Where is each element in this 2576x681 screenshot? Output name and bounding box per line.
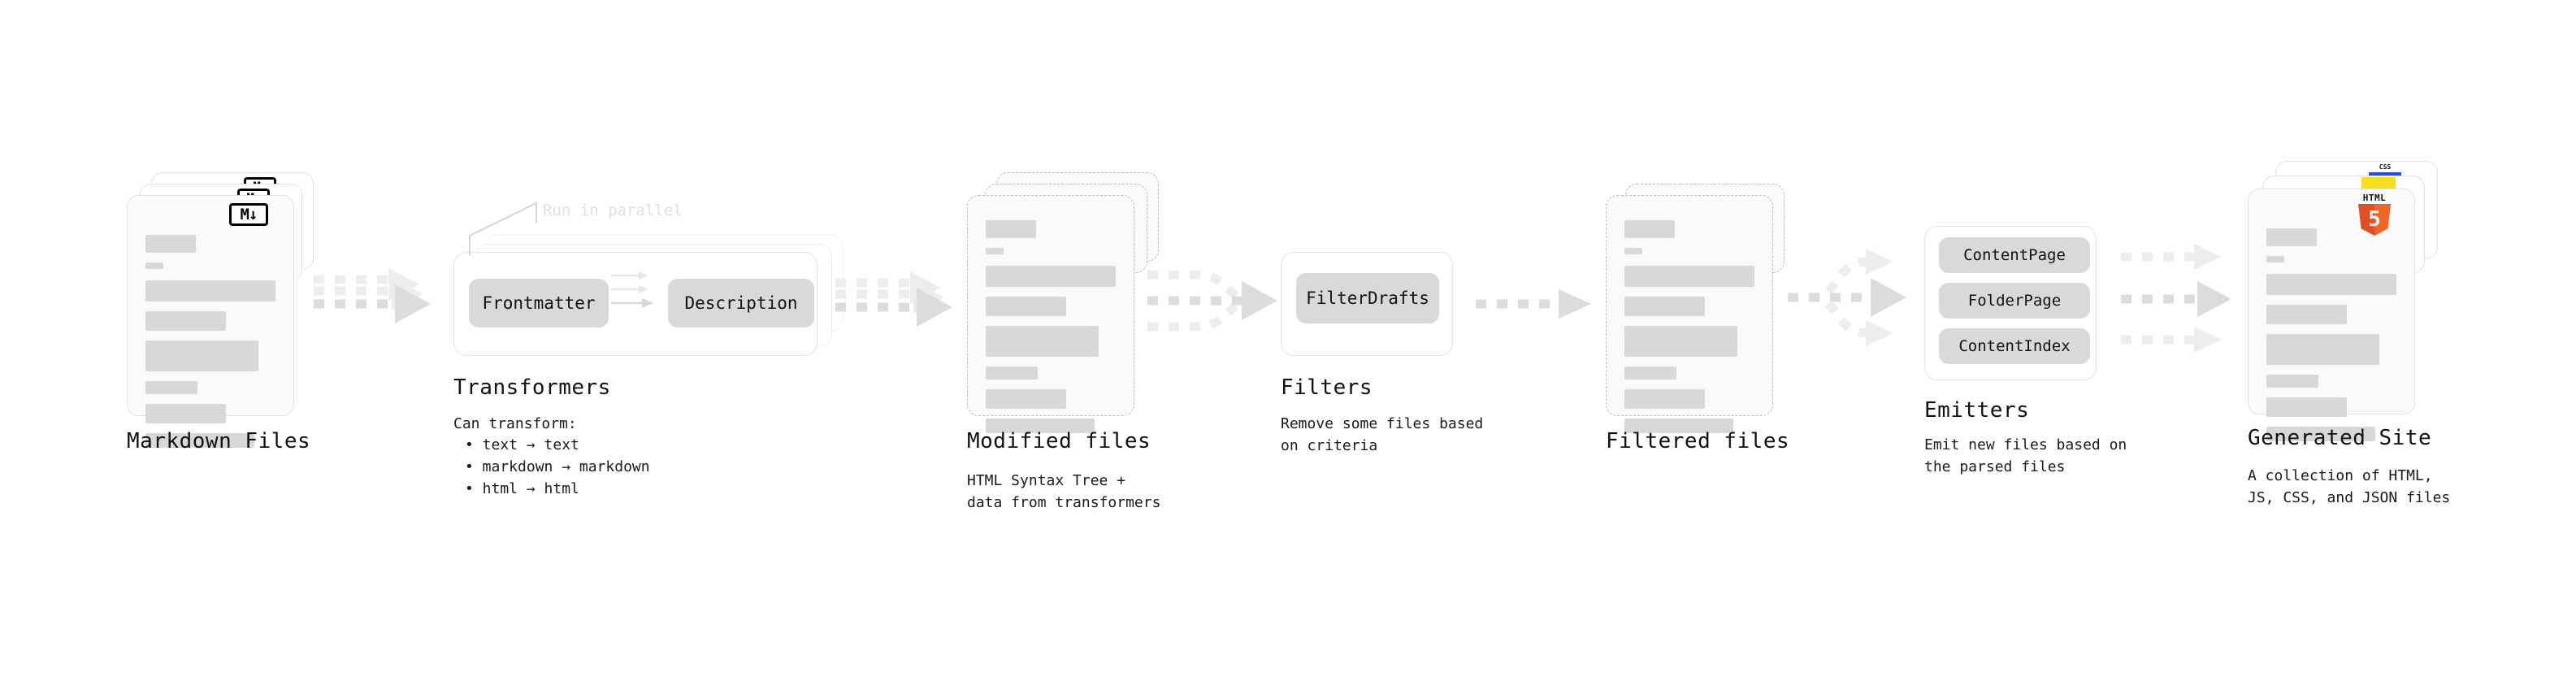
doc-bar	[1624, 419, 1734, 433]
doc-bar	[145, 235, 196, 253]
doc-bar	[986, 297, 1067, 316]
doc-bar	[1624, 297, 1706, 316]
doc-bar	[2266, 397, 2348, 417]
markdown-file-card-front	[127, 195, 294, 448]
doc-bar	[2266, 274, 2396, 295]
doc-bar	[986, 220, 1036, 238]
doc-bar	[145, 433, 255, 448]
doc-bar	[1624, 389, 1706, 409]
doc-bar	[986, 248, 1004, 254]
transformer-internal-arrows	[611, 270, 709, 327]
doc-bar	[145, 311, 227, 331]
modified-files-subtitle: HTML Syntax Tree + data from transformer…	[967, 472, 1161, 511]
doc-bar	[1624, 248, 1642, 254]
stage-title-filtered-files: Filtered files	[1606, 429, 1790, 453]
emitter-chip-folderpage[interactable]: FolderPage	[1939, 283, 2090, 319]
run-in-parallel-bracket	[468, 200, 566, 257]
emitters-subtitle: Emit new files based on the parsed files	[1924, 436, 2127, 475]
transformers-bullet-0: • text → text	[465, 436, 579, 453]
doc-bar	[1624, 367, 1676, 380]
css-icon: CSS	[2369, 164, 2401, 176]
doc-bar	[986, 367, 1038, 380]
stage-title-modified-files: Modified files	[967, 429, 1151, 453]
markdown-icon: M↓	[229, 203, 268, 226]
modified-file-card-front	[967, 195, 1134, 433]
doc-bar	[145, 404, 227, 423]
transformer-chip-description[interactable]: Description	[668, 279, 814, 327]
doc-bar	[1624, 220, 1675, 238]
doc-bar	[1624, 266, 1754, 287]
doc-bar	[1624, 326, 1738, 357]
doc-bar	[2266, 228, 2317, 246]
arrow-emitters-to-site	[2118, 241, 2272, 354]
doc-bar	[2266, 334, 2380, 365]
filters-subtitle: Remove some files based on criteria	[1281, 415, 1484, 454]
modified-file-content	[986, 220, 1116, 443]
site-file-content	[2266, 228, 2396, 451]
doc-bar	[986, 266, 1116, 287]
doc-bar	[145, 262, 163, 269]
doc-bar	[2266, 375, 2318, 388]
html5-icon-five: 5	[2368, 207, 2381, 232]
run-in-parallel-label: Run in parallel	[543, 202, 683, 219]
filtered-file-content	[1624, 220, 1754, 443]
emitter-chip-contentpage[interactable]: ContentPage	[1939, 237, 2090, 273]
doc-bar	[2266, 256, 2284, 262]
doc-bar	[986, 419, 1095, 433]
filter-chip-filterdrafts[interactable]: FilterDrafts	[1296, 273, 1439, 323]
arrow-filters-to-filtered	[1472, 289, 1602, 338]
arrow-modified-to-filters	[1144, 258, 1290, 348]
filtered-file-card-front	[1606, 195, 1773, 433]
emitter-chip-contentindex[interactable]: ContentIndex	[1939, 328, 2090, 364]
transformers-bullet-2: • html → html	[465, 480, 579, 497]
doc-bar	[2266, 427, 2376, 441]
css-icon-label: CSS	[2379, 163, 2392, 171]
arrow-markdown-to-transformers	[310, 268, 440, 341]
stage-title-markdown-files: Markdown Files	[127, 429, 311, 453]
transformers-bullet-1: • markdown → markdown	[465, 458, 650, 475]
arrow-filtered-to-emitters	[1785, 244, 1931, 349]
doc-bar	[986, 389, 1067, 409]
doc-bar	[986, 326, 1099, 357]
html5-icon-label: HTML	[2362, 193, 2387, 203]
transformers-subtitle: Can transform:	[453, 415, 577, 432]
doc-bar	[145, 381, 197, 394]
stage-title-generated-site: Generated Site	[2248, 426, 2432, 450]
stage-title-emitters: Emitters	[1924, 398, 2030, 423]
transformer-chip-frontmatter[interactable]: Frontmatter	[469, 279, 609, 327]
html5-icon: HTML 5	[2357, 193, 2392, 236]
stage-title-transformers: Transformers	[453, 375, 611, 400]
css-icon-underline	[2369, 172, 2401, 176]
html5-icon-shield-light	[2374, 204, 2391, 236]
arrow-transformers-to-modified	[832, 271, 962, 345]
doc-bar	[2266, 305, 2348, 324]
markdown-file-content	[145, 235, 275, 458]
generated-site-subtitle: A collection of HTML, JS, CSS, and JSON …	[2248, 467, 2451, 506]
stage-title-filters: Filters	[1281, 375, 1373, 400]
doc-bar	[145, 340, 259, 371]
doc-bar	[145, 280, 275, 301]
